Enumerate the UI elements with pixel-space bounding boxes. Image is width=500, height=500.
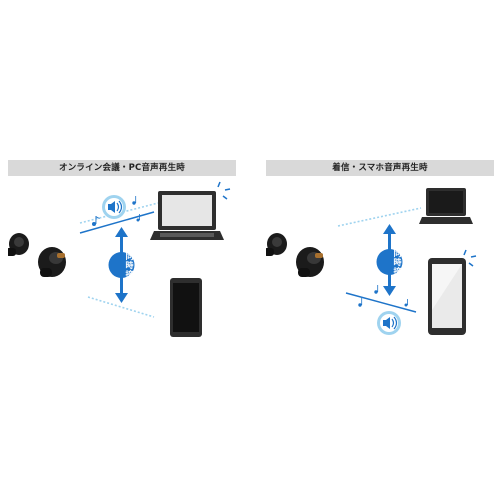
online-meeting-diagram [8, 181, 231, 337]
smartphone-icon [428, 258, 466, 335]
simultaneous-connection-label: 同時接続 [125, 252, 134, 288]
earbud-small-icon [266, 233, 287, 256]
phone-connection-line [87, 296, 155, 318]
music-notes-icon [358, 285, 408, 307]
laptop-connection-line [337, 207, 422, 227]
panel-online-meeting: オンライン会議・PC音声再生時 [8, 160, 236, 345]
dual-connection-arrow-icon [108, 227, 135, 303]
earbud-large-icon [296, 247, 324, 277]
phone-sound-waves-icon [463, 249, 477, 267]
speaker-icon [102, 195, 126, 219]
panel-title: 着信・スマホ音声再生時 [266, 160, 494, 176]
speaker-icon [377, 311, 401, 335]
laptop-sound-waves-icon [217, 181, 231, 200]
panel-title: オンライン会議・PC音声再生時 [8, 160, 236, 176]
earbud-large-icon [38, 247, 66, 277]
earbud-small-icon [8, 233, 29, 256]
music-notes-icon [92, 196, 140, 226]
panel-incoming-call: 着信・スマホ音声再生時 [266, 160, 494, 345]
laptop-icon [419, 188, 473, 224]
dual-connection-arrow-icon [376, 224, 403, 296]
laptop-icon [150, 191, 224, 240]
smartphone-icon [170, 278, 202, 337]
simultaneous-connection-label: 同時接続 [393, 249, 402, 285]
incoming-call-diagram [266, 188, 477, 335]
active-audio-line [79, 211, 155, 234]
active-audio-line [345, 292, 417, 313]
